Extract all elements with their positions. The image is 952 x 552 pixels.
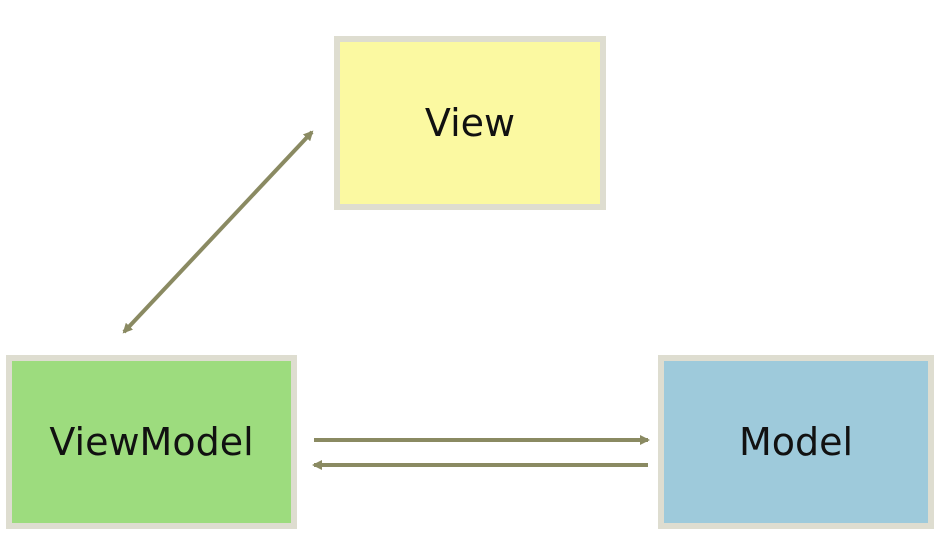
viewmodel-label: ViewModel bbox=[49, 420, 254, 464]
view-label: View bbox=[424, 101, 516, 145]
model-label: Model bbox=[738, 420, 854, 464]
view-node: View bbox=[334, 36, 606, 210]
viewmodel-node: ViewModel bbox=[6, 355, 297, 529]
model-node: Model bbox=[658, 355, 934, 529]
viewmodel-view-arrow bbox=[122, 130, 314, 334]
